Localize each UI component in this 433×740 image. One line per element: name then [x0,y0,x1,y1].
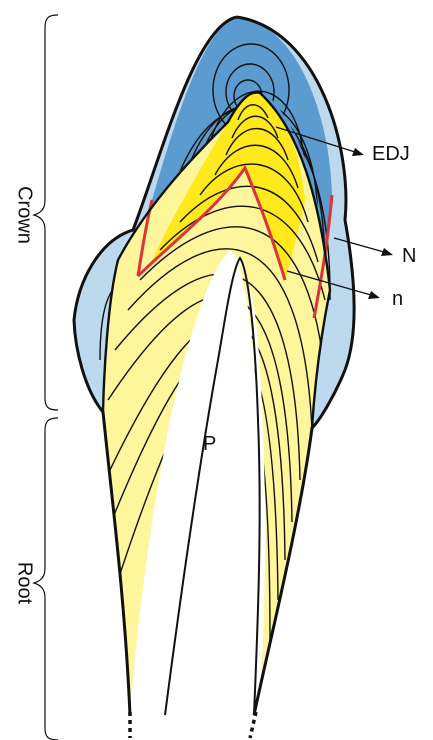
crown-brace [34,15,58,410]
edj-label: EDJ [372,143,410,165]
root-brace [34,418,58,740]
n-lower-label: n [392,288,403,310]
pulp-label: P [203,433,216,455]
crown-label: Crown [14,186,36,244]
root-label: Root [14,562,36,605]
n-upper-label: N [402,245,416,267]
